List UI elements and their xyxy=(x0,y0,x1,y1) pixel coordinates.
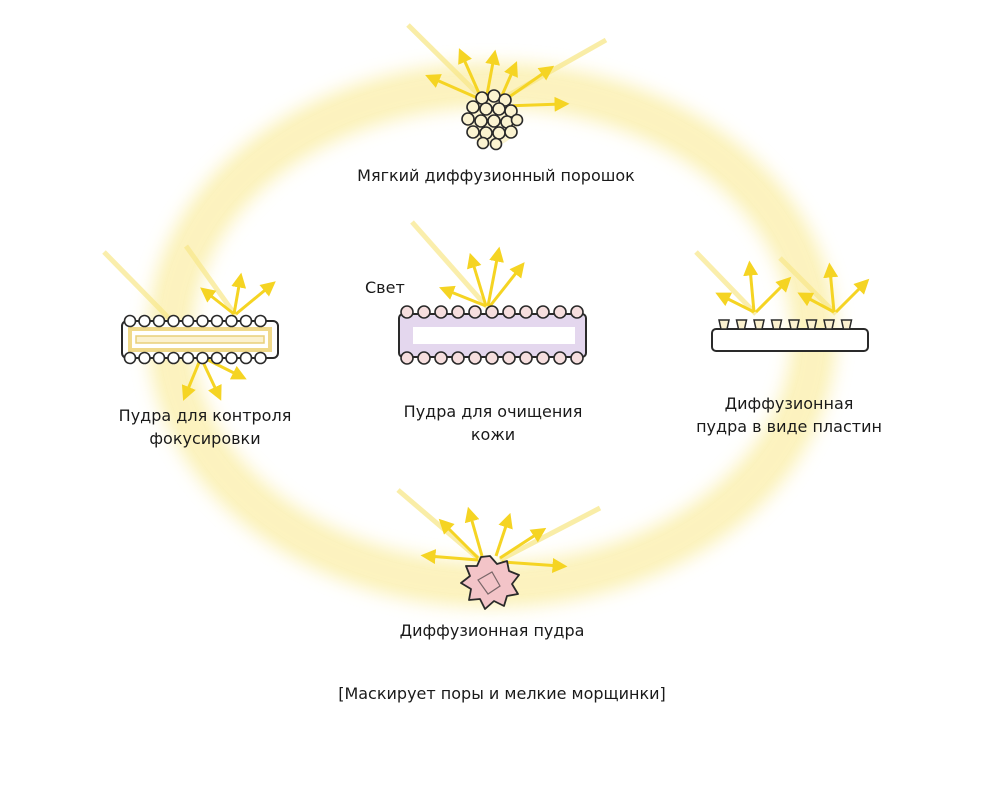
bead xyxy=(570,305,584,319)
bead xyxy=(254,314,267,328)
bead xyxy=(225,351,238,365)
bead xyxy=(536,351,550,365)
left-label-line1: Пудра для контроля xyxy=(118,406,292,425)
bead xyxy=(434,305,448,319)
platelet xyxy=(823,319,835,330)
bead xyxy=(123,351,137,365)
left-bead-plate-icon xyxy=(121,314,279,365)
bead xyxy=(167,314,180,328)
bottom-label: Диффузионная пудра xyxy=(399,621,585,640)
platelet xyxy=(840,319,853,330)
bead xyxy=(553,351,567,365)
light-label: Свет xyxy=(365,278,405,297)
bead xyxy=(519,305,533,319)
platelet xyxy=(735,319,748,330)
bead xyxy=(434,351,448,365)
bead xyxy=(553,305,567,319)
bead xyxy=(210,351,224,365)
bottom-light-rays xyxy=(396,488,602,573)
top-label: Мягкий диффузионный порошок xyxy=(357,166,635,185)
bead xyxy=(468,305,482,319)
bead xyxy=(181,351,195,365)
bead xyxy=(451,351,465,365)
bead xyxy=(196,314,209,328)
bead xyxy=(400,305,414,319)
bead xyxy=(485,351,499,365)
right-platelet-bar-icon xyxy=(711,319,869,352)
bead xyxy=(152,314,166,328)
left-label-line2: фокусировки xyxy=(149,429,261,448)
center-bead-plate-icon xyxy=(398,305,587,365)
bead xyxy=(468,351,482,365)
right-light-rays xyxy=(694,250,870,316)
bead xyxy=(138,314,151,328)
bead xyxy=(400,351,414,365)
right-label-line2: пудра в виде пластин xyxy=(696,417,882,436)
top-light-rays xyxy=(406,23,608,112)
bead xyxy=(519,351,533,365)
platelet xyxy=(788,319,800,330)
sphere-cluster-icon xyxy=(461,89,524,151)
bead xyxy=(417,351,431,365)
bead xyxy=(239,351,253,365)
bead xyxy=(451,305,465,319)
bead xyxy=(123,314,137,328)
bead xyxy=(138,351,151,365)
bead xyxy=(502,351,516,365)
bead xyxy=(536,305,550,319)
platelet xyxy=(770,319,783,330)
bead xyxy=(152,351,166,365)
irregular-particle-icon xyxy=(460,555,520,610)
caption: [Маскирует поры и мелкие морщинки] xyxy=(338,684,666,703)
platelet xyxy=(718,319,730,330)
bead xyxy=(167,351,180,365)
platelet xyxy=(805,319,818,330)
bead xyxy=(239,314,253,328)
bead xyxy=(254,351,267,365)
platelet xyxy=(753,319,765,330)
center-light-rays xyxy=(410,220,525,310)
bead xyxy=(210,314,224,328)
bead xyxy=(196,351,209,365)
bead xyxy=(485,305,499,319)
bead xyxy=(225,314,238,328)
bead xyxy=(417,305,431,319)
bead xyxy=(570,351,584,365)
bead xyxy=(181,314,195,328)
center-label-line1: Пудра для очищения xyxy=(403,402,583,421)
bead xyxy=(502,305,516,319)
right-label-line1: Диффузионная xyxy=(724,394,854,413)
center-label-line2: кожи xyxy=(470,425,516,444)
